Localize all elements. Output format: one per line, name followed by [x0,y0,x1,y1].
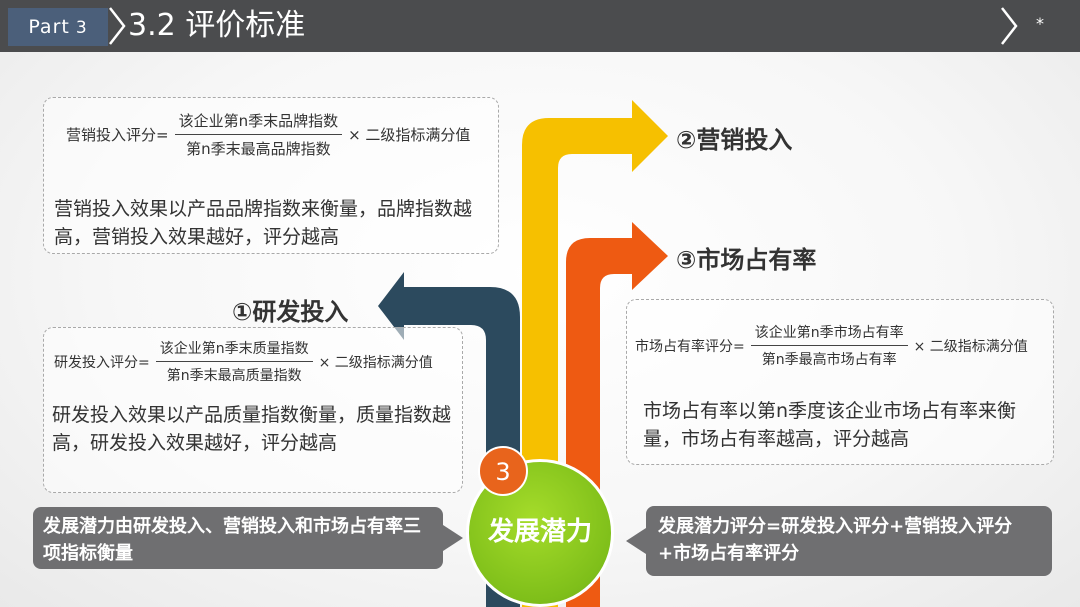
formula-rhs: × 二级指标满分值 [318,354,433,371]
formula-lhs: 营销投入评分= [66,126,169,144]
marketing-description: 营销投入效果以产品品牌指数来衡量，品牌指数越高，营销投入效果越好，评分越高 [54,198,473,248]
rnd-heading: ①研发投入 [232,298,349,326]
fraction: 该企业第n季末品牌指数 第n季末最高品牌指数 [174,110,343,159]
market-share-formula-box: 市场占有率评分= 该企业第n季市场占有率 第n季最高市场占有率 × 二级指标满分… [626,299,1054,465]
formula-lhs: 研发投入评分= [54,354,150,371]
summary-callout-right: 发展潜力评分=研发投入评分+营销投入评分+市场占有率评分 [626,506,1052,576]
rnd-formula: 研发投入评分= 该企业第n季末质量指数 第n季末最高质量指数 × 二级指标满分值 [54,338,433,385]
market-share-heading: ③市场占有率 [676,246,817,274]
formula-rhs: × 二级指标满分值 [913,338,1028,355]
chevron-right-icon [109,7,126,45]
fraction: 该企业第n季末质量指数 第n季末最高质量指数 [155,338,313,385]
market-share-formula: 市场占有率评分= 该企业第n季市场占有率 第n季最高市场占有率 × 二级指标满分… [635,322,1028,369]
part-number: 3 [75,18,88,38]
fraction-numerator: 该企业第n季末品牌指数 [174,110,343,135]
fraction: 该企业第n季市场占有率 第n季最高市场占有率 [750,322,908,369]
part-label: Part [28,16,70,38]
chevron-right-icon [1001,7,1018,45]
section-number-badge: 3 [478,446,528,496]
marketing-formula-box: 营销投入评分= 该企业第n季末品牌指数 第n季末最高品牌指数 × 二级指标满分值… [43,97,499,254]
market-share-description: 市场占有率以第n季度该企业市场占有率来衡量，市场占有率越高，评分越高 [643,400,1017,450]
rnd-description: 研发投入效果以产品质量指数衡量，质量指数越高，研发投入效果越好，评分越高 [52,404,452,454]
summary-right-text: 发展潜力评分=研发投入评分+营销投入评分+市场占有率评分 [658,516,1013,564]
formula-rhs: × 二级指标满分值 [348,126,471,144]
fraction-denominator: 第n季末最高品牌指数 [186,140,331,158]
marketing-heading: ②营销投入 [676,126,793,154]
marketing-formula: 营销投入评分= 该企业第n季末品牌指数 第n季末最高品牌指数 × 二级指标满分值 [66,110,470,159]
rnd-formula-box: 研发投入评分= 该企业第n季末质量指数 第n季末最高质量指数 × 二级指标满分值… [43,327,463,493]
fraction-denominator: 第n季末最高质量指数 [166,368,302,384]
summary-left-text: 发展潜力由研发投入、营销投入和市场占有率三项指标衡量 [43,516,421,564]
callout-pointer [626,528,646,554]
callout-pointer [443,525,463,551]
page-title: 3.2 评价标准 [128,8,306,43]
fraction-numerator: 该企业第n季市场占有率 [750,322,908,346]
page-number-marker: * [1036,14,1044,33]
fraction-denominator: 第n季最高市场占有率 [761,352,897,368]
summary-callout-left: 发展潜力由研发投入、营销投入和市场占有率三项指标衡量 [33,507,463,569]
fraction-numerator: 该企业第n季末质量指数 [155,338,313,362]
formula-lhs: 市场占有率评分= [635,338,745,355]
